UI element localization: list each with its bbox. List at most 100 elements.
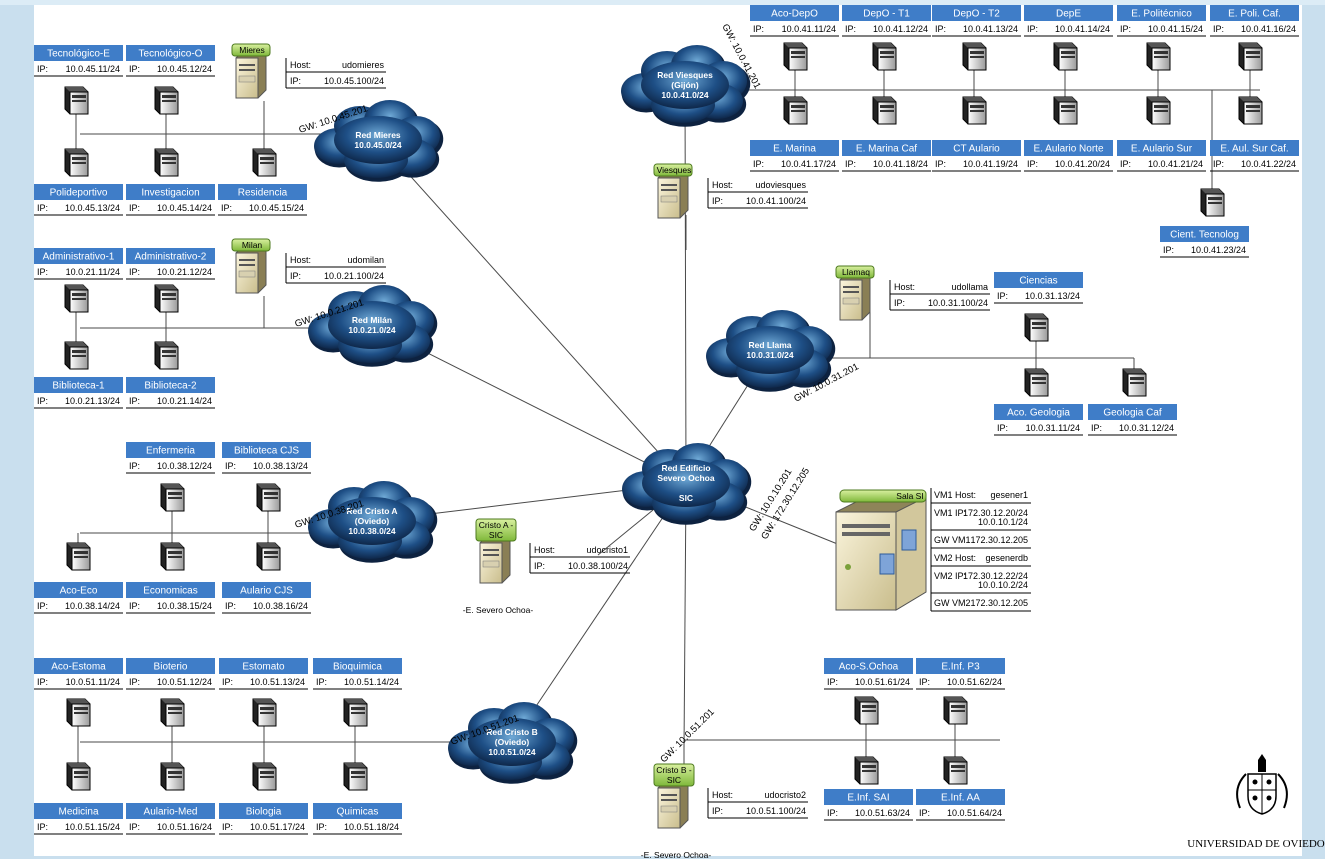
lab-header [126, 45, 215, 61]
lab-name: Residencia [238, 188, 288, 199]
computer-icon [154, 86, 179, 115]
ip-label: IP: [316, 822, 327, 832]
sala-row-label: VM1 IP: [934, 508, 966, 518]
lab-name: Aco. Geologia [1007, 408, 1070, 419]
lab-ip: 10.0.45.15/24 [249, 203, 304, 213]
ip-label: IP: [1027, 24, 1038, 34]
lab-name: DepO - T1 [863, 9, 910, 20]
sala-row-value: gesener1 [990, 490, 1028, 500]
network-label-milan: Red Milán [352, 315, 392, 325]
computer-icon [66, 542, 91, 571]
ip-label: IP: [1027, 159, 1038, 169]
ip-label: IP: [316, 677, 327, 687]
sala-si-server-icon [835, 496, 927, 611]
lab-ip: 10.0.21.14/24 [157, 396, 212, 406]
lab-header [1024, 5, 1113, 21]
lab-header [932, 140, 1021, 156]
lab-header [126, 442, 215, 458]
lab-header [1160, 226, 1249, 242]
lab-ip: 10.0.41.14/24 [1055, 24, 1110, 34]
server-label: Llamaq [842, 267, 870, 277]
lab-name: DepE [1056, 9, 1081, 20]
ip-label: IP: [290, 76, 301, 86]
backbone-link-cristob [511, 482, 687, 743]
lab-ip: 10.0.51.14/24 [344, 677, 399, 687]
lab-header [842, 5, 931, 21]
lab-header [34, 803, 123, 819]
lab-ip: 10.0.21.12/24 [157, 267, 212, 277]
computer-icon [64, 86, 89, 115]
lab-name: Administrativo-2 [135, 252, 207, 263]
computer-icon [256, 483, 281, 512]
lab-header [222, 442, 311, 458]
ip-label: IP: [129, 267, 140, 277]
lab-ip: 10.0.51.61/24 [855, 677, 910, 687]
ip-label: IP: [1120, 24, 1131, 34]
lab-name: Aco-S.Ochoa [839, 662, 899, 673]
server-tag [835, 265, 875, 279]
ip-label: IP: [845, 24, 856, 34]
lab-header [842, 140, 931, 156]
lab-ip: 10.0.31.13/24 [1025, 291, 1080, 301]
ip-label: IP: [37, 677, 48, 687]
ip-label: IP: [129, 601, 140, 611]
lab-name: E.Inf. P3 [941, 662, 980, 673]
lab-header [1210, 140, 1299, 156]
sala-si-label: Sala SI [896, 491, 923, 501]
computer-icon [1053, 42, 1078, 71]
lab-header [126, 803, 215, 819]
lab-ip: 10.0.41.11/24 [782, 24, 836, 34]
lab-ip: 10.0.41.17/24 [781, 159, 836, 169]
lab-ip: 10.0.38.12/24 [157, 461, 212, 471]
ip-label: IP: [1091, 423, 1102, 433]
sala-row-label: GW VM1 [934, 535, 971, 545]
lab-ip: 10.0.41.16/24 [1241, 24, 1296, 34]
ip-label: IP: [753, 24, 764, 34]
lab-name: Medicina [58, 807, 98, 818]
network-cloud-icon [622, 443, 752, 525]
lab-name: Economicas [143, 586, 197, 597]
network-label-cristoa: Red Cristo A [346, 506, 397, 516]
ip-label: IP: [37, 203, 48, 213]
ip-label: IP: [935, 24, 946, 34]
lab-ip: 10.0.41.15/24 [1148, 24, 1203, 34]
computer-icon [854, 756, 879, 785]
lab-ip: 10.0.51.62/24 [947, 677, 1002, 687]
lab-header [313, 658, 402, 674]
lab-header [916, 789, 1005, 805]
sala-row-label: VM2 Host: [934, 553, 976, 563]
network-label-sic: Red Edificio [661, 463, 710, 473]
lab-name: Bioterio [154, 662, 188, 673]
lab-ip: 10.0.51.11/24 [66, 677, 120, 687]
computer-icon [66, 698, 91, 727]
ip-label: IP: [997, 291, 1008, 301]
lab-ip: 10.0.41.20/24 [1055, 159, 1110, 169]
lab-name: Biologia [246, 807, 282, 818]
lab-ip: 10.0.45.13/24 [65, 203, 120, 213]
lab-name: Aulario-Med [144, 807, 198, 818]
lab-ip: 10.0.41.13/24 [963, 24, 1018, 34]
server-label: Cristo A - [479, 520, 514, 530]
server-icon [657, 169, 689, 219]
computer-icon [252, 148, 277, 177]
ip-label: IP: [129, 396, 140, 406]
computer-icon [943, 696, 968, 725]
network-label-cristoa: (Oviedo) [355, 516, 390, 526]
computer-icon [154, 284, 179, 313]
lab-name: Investigacion [141, 188, 199, 199]
computer-icon [943, 756, 968, 785]
computer-icon [854, 696, 879, 725]
host-label: Host: [290, 255, 311, 265]
lab-header [1117, 140, 1206, 156]
lab-header [1210, 5, 1299, 21]
server-host: udocristo1 [586, 545, 628, 555]
server-tag [475, 518, 517, 542]
computer-icon [783, 42, 808, 71]
ip-label: IP: [37, 396, 48, 406]
computer-icon [64, 341, 89, 370]
ip-label: IP: [827, 677, 838, 687]
host-label: Host: [894, 282, 915, 292]
lab-header [34, 45, 123, 61]
lab-header [750, 5, 839, 21]
